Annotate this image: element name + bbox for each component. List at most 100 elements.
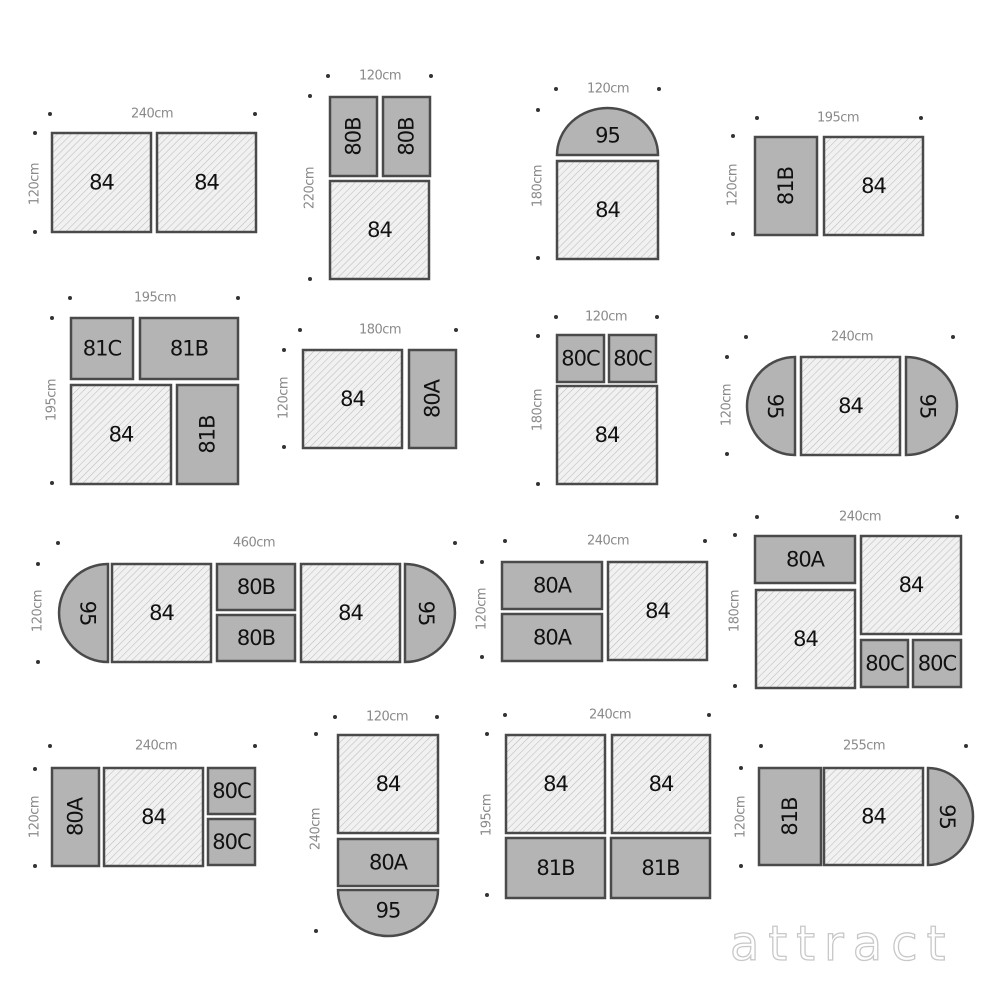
width-label: 255cm	[843, 739, 885, 754]
dimension-dot	[503, 713, 507, 717]
dimension-dot	[951, 335, 955, 339]
module-84	[155, 131, 258, 234]
module-80b	[328, 95, 379, 178]
module-80c	[555, 333, 606, 384]
dimension-dot	[50, 481, 54, 485]
dimension-dot	[33, 864, 37, 868]
module-label: 80A	[533, 574, 573, 598]
module-80a	[500, 612, 604, 663]
module-84	[859, 534, 963, 636]
dimension-dot	[536, 482, 540, 486]
module-label: 84	[838, 394, 863, 418]
dimension-dot	[48, 744, 52, 748]
module-80a	[753, 534, 857, 585]
dimension-dot	[298, 328, 302, 332]
module-80b	[215, 613, 297, 663]
module-label: 80C	[865, 652, 904, 676]
module-80b	[215, 562, 297, 612]
dimension-dot	[733, 684, 737, 688]
dimension-dot	[703, 539, 707, 543]
module-label: 84	[649, 772, 674, 796]
module-84	[555, 384, 659, 486]
module-label: 80B	[237, 626, 275, 650]
module-81b	[138, 316, 240, 381]
module-84	[110, 562, 213, 664]
module-label: 84	[340, 387, 365, 411]
dimension-dot	[536, 256, 540, 260]
module-84	[301, 348, 404, 450]
dimension-dot	[485, 893, 489, 897]
dimension-dot	[333, 715, 337, 719]
module-label: 95	[595, 123, 620, 147]
module-label: 80B	[342, 117, 366, 155]
dimension-dot	[282, 445, 286, 449]
module-80c	[607, 333, 658, 384]
module-95-round	[336, 888, 440, 938]
module-label: 80A	[64, 796, 88, 836]
module-label: 84	[367, 218, 392, 242]
width-label: 240cm	[589, 708, 631, 723]
module-label: 80C	[613, 347, 652, 371]
dimension-dot	[236, 296, 240, 300]
brand-logo: attract	[730, 916, 954, 972]
module-80a	[50, 766, 101, 868]
module-label: 84	[595, 198, 620, 222]
module-80b	[381, 95, 432, 178]
height-label: 120cm	[28, 796, 43, 838]
width-label: 240cm	[587, 534, 629, 549]
module-label: 95	[763, 394, 787, 419]
height-label: 120cm	[277, 377, 292, 419]
module-80a	[336, 837, 440, 888]
height-label: 180cm	[728, 590, 743, 632]
height-label: 195cm	[45, 379, 60, 421]
width-label: 120cm	[587, 82, 629, 97]
module-label: 80A	[421, 378, 445, 418]
module-84	[50, 131, 153, 234]
dimension-dot	[36, 660, 40, 664]
module-label: 80C	[918, 652, 957, 676]
module-label: 81B	[536, 856, 574, 880]
module-label: 84	[645, 599, 670, 623]
dimension-dot	[725, 452, 729, 456]
dimension-dot	[733, 533, 737, 537]
module-84	[69, 383, 173, 486]
dimension-dot	[33, 131, 37, 135]
module-label: 80A	[533, 626, 573, 650]
dimension-dot	[725, 355, 729, 359]
dimension-dot	[731, 134, 735, 138]
dimension-dot	[919, 116, 923, 120]
module-label: 95	[414, 601, 438, 626]
module-label: 95	[376, 899, 401, 923]
dimension-dot	[739, 864, 743, 868]
dimension-dot	[759, 744, 763, 748]
module-80c	[911, 638, 963, 689]
dimension-dot	[655, 315, 659, 319]
module-label: 80C	[561, 347, 600, 371]
dimension-dot	[435, 715, 439, 719]
dimension-dot	[314, 732, 318, 736]
dimension-dot	[429, 74, 433, 78]
module-80c	[206, 766, 257, 816]
module-80a	[407, 348, 458, 450]
dimension-dot	[282, 348, 286, 352]
width-label: 240cm	[831, 330, 873, 345]
module-label: 84	[861, 174, 886, 198]
module-81b	[175, 383, 240, 486]
height-label: 120cm	[720, 384, 735, 426]
module-label: 84	[89, 171, 114, 195]
module-84	[555, 159, 660, 261]
module-label: 84	[899, 573, 924, 597]
module-label: 80C	[212, 779, 251, 803]
module-80a	[500, 560, 604, 611]
module-95-round	[403, 562, 457, 664]
